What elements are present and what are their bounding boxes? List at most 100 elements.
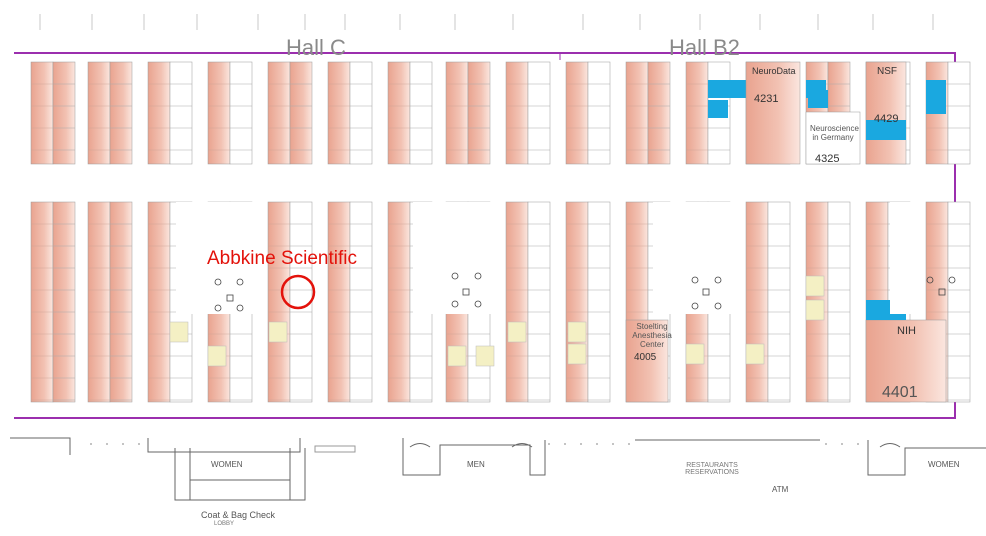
booth-nih-number: 4401	[882, 384, 918, 401]
booth-nsf-label[interactable]: NSF	[877, 66, 897, 77]
pillar	[462, 288, 470, 296]
booth-block	[647, 61, 671, 165]
booth-block	[52, 201, 76, 403]
booth-block	[109, 201, 133, 403]
booth-neurodata	[745, 61, 801, 165]
booth-block	[289, 61, 313, 165]
booth-block	[207, 61, 231, 165]
booth-block	[52, 61, 76, 165]
booth-block	[349, 201, 373, 403]
booth-blue	[926, 96, 946, 114]
booth-block	[947, 201, 971, 403]
booth-block	[445, 61, 469, 165]
booth-block	[467, 61, 491, 165]
pillar	[474, 300, 482, 308]
booth-grid	[30, 61, 971, 403]
pillar	[714, 276, 722, 284]
booth-block	[587, 201, 611, 403]
booth-column	[147, 61, 193, 165]
booth-nsf-number: 4429	[874, 113, 899, 125]
booth-block	[587, 61, 611, 165]
booth-column	[625, 61, 671, 165]
booth-neuroscience-number: 4325	[815, 153, 840, 165]
booth-neurodata-label[interactable]: NeuroData	[752, 66, 796, 76]
booth-blue	[708, 100, 728, 118]
restroom-women-left: WOMEN	[211, 460, 243, 469]
booth-nih-label[interactable]: NIH	[897, 325, 916, 337]
pillar	[702, 288, 710, 296]
booth-column	[267, 61, 313, 165]
booth-block	[527, 201, 551, 403]
pillar	[691, 302, 699, 310]
booth-block	[565, 61, 589, 165]
booth-nsf-blue	[866, 120, 906, 140]
booth-blue	[728, 80, 748, 98]
booth-column	[445, 61, 491, 165]
booth-column	[565, 201, 611, 403]
booth-block	[327, 61, 351, 165]
booth-block	[409, 61, 433, 165]
booth-neuroscience	[805, 111, 861, 165]
coat-check-label: Coat & Bag Check	[201, 510, 276, 520]
pillar	[214, 304, 222, 312]
restroom-women-right: WOMEN	[928, 460, 960, 469]
restaurants-label: RESTAURANTS RESERVATIONS	[685, 462, 739, 476]
booth-neurodata-number: 4231	[754, 93, 779, 105]
booth-block	[827, 201, 851, 403]
booth-block	[30, 61, 54, 165]
booth-block	[147, 61, 171, 165]
pillar	[226, 294, 234, 302]
booth-column	[327, 201, 373, 403]
booth-blue	[808, 90, 828, 108]
booth-block	[505, 61, 529, 165]
booth-yellow	[685, 343, 705, 365]
booth-nih	[865, 319, 947, 403]
booth-column	[267, 201, 313, 403]
highlight-exhibitor-label[interactable]: Abbkine Scientific	[207, 248, 357, 269]
pillar	[938, 288, 946, 296]
booth-column	[30, 201, 76, 403]
pillar	[948, 276, 956, 284]
booth-column	[387, 61, 433, 165]
pillar	[691, 276, 699, 284]
booth-block	[745, 201, 769, 403]
booth-yellow	[745, 343, 765, 365]
booth-block	[87, 201, 111, 403]
booth-column	[87, 201, 133, 403]
booth-nsf	[865, 61, 907, 165]
booth-column	[30, 61, 76, 165]
aisle-space	[890, 202, 922, 314]
booth-yellow	[475, 345, 495, 367]
booth-stoelting-number: 4005	[634, 352, 657, 363]
booth-blue	[926, 80, 946, 98]
pillar	[236, 278, 244, 286]
column-markers	[39, 14, 934, 30]
booth-yellow	[447, 345, 467, 367]
pillar	[474, 272, 482, 280]
booth-column	[87, 61, 133, 165]
building-outline	[10, 437, 986, 501]
booth-block	[767, 201, 791, 403]
booth-column	[745, 201, 791, 403]
booth-block	[505, 201, 529, 403]
booth-block	[289, 201, 313, 403]
booth-column	[565, 61, 611, 165]
booth-yellow	[169, 321, 189, 343]
atm-label: ATM	[772, 485, 789, 494]
booth-stoelting-label[interactable]: Stoelting Anesthesia Center	[632, 322, 672, 349]
booth-block	[349, 61, 373, 165]
booth-neuroscience-label[interactable]: Neuroscience in Germany	[810, 124, 859, 142]
booth-yellow	[567, 321, 587, 343]
booth-block	[947, 61, 971, 165]
booth-column	[327, 61, 373, 165]
aisle-space	[176, 202, 264, 314]
pillar	[451, 300, 459, 308]
booth-column	[207, 61, 253, 165]
booth-yellow	[207, 345, 227, 367]
booth-yellow	[805, 275, 825, 297]
booth-block	[527, 61, 551, 165]
restroom-men: MEN	[467, 460, 485, 469]
pillar	[451, 272, 459, 280]
booth-block	[387, 201, 411, 403]
